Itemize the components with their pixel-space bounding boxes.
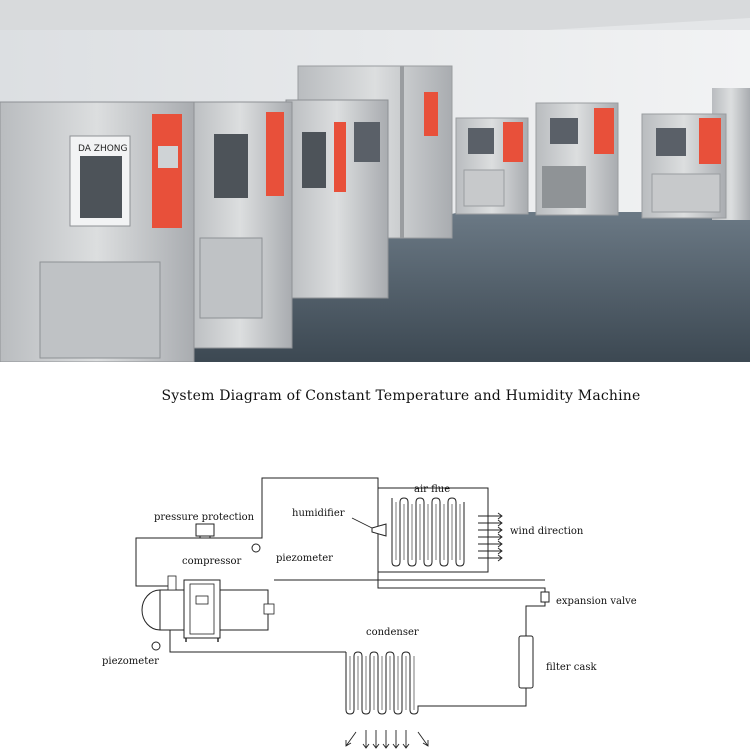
label-condenser: condenser [366,627,419,638]
label-piezometer-bottom: piezometer [102,656,159,667]
chamber-room-photo: DA ZHONG [0,0,750,362]
pipe-right-top [377,570,546,594]
condenser-coil [345,651,420,715]
pipe-expansion-down [525,602,546,632]
filter-cask [518,632,534,692]
photo-illustration: DA ZHONG [0,0,750,362]
chamber-front-1: DA ZHONG [0,101,195,362]
evaporator-coil [391,497,465,567]
label-filter-cask: filter cask [546,662,597,673]
chamber-front-4 [285,99,389,299]
label-piezometer-top: piezometer [276,553,333,564]
label-compressor: compressor [182,556,241,567]
pipe-comp-left [135,572,170,587]
wind-arrows [478,512,503,562]
chamber-right [641,113,727,219]
brand-text: DA ZHONG [78,144,128,154]
system-diagram: air flue humidifier wind direction press… [0,420,750,750]
compressor-unit [141,575,275,642]
label-air-flue: air flue [414,484,450,495]
pipe-filter-down [420,692,527,707]
evaporator-coil-inner [395,502,461,560]
chamber-mid [455,117,529,215]
label-pressure-protection: pressure protection [154,512,255,523]
pressure-protection-switch [195,523,215,538]
condenser-coil-inner [349,656,415,710]
diagram-title: System Diagram of Constant Temperature a… [161,388,641,404]
refrigeration-diagram-svg: air flue humidifier wind direction press… [102,477,637,749]
pipe-top-loop [135,477,379,572]
label-humidifier: humidifier [292,508,345,519]
chamber-front-3 [187,101,293,349]
air-flue-box [377,487,489,573]
chamber-mid-right [535,102,619,216]
label-wind-direction: wind direction [510,526,584,537]
piezometer-top-gauge [251,543,261,553]
expansion-valve [540,591,550,603]
label-expansion-valve: expansion valve [556,596,637,607]
condenser-airflow-arrows [345,730,429,749]
piezometer-bottom-gauge [151,641,161,651]
humidifier-nozzle [351,517,387,537]
